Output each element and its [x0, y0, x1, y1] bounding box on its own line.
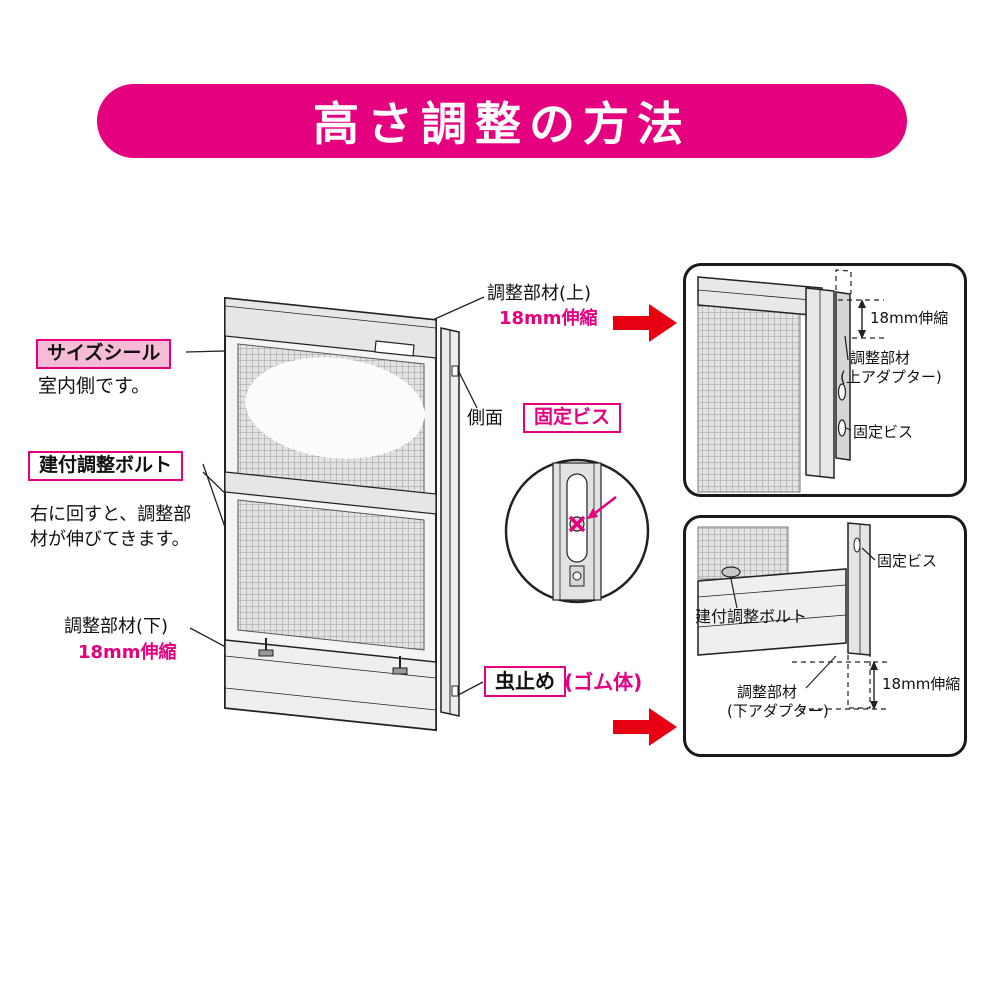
screw-detail-circle [504, 458, 650, 604]
panel-bottom-screw-label: 固定ビス [877, 552, 938, 570]
bug-stopper-label: 虫止め [484, 666, 566, 697]
size-seal-label: サイズシール [36, 339, 172, 369]
side-rail-drawing [440, 327, 460, 717]
panel-bottom-drawing [697, 522, 890, 710]
upper-part-extension-label: 18mm伸縮 [499, 308, 598, 329]
page-title: 高さ調整の方法 [313, 97, 691, 151]
screw-highlight-marker [568, 515, 586, 533]
panel-bottom-extension-label: 18mm伸縮 [882, 675, 961, 693]
red-arrow-bottom [613, 708, 677, 746]
upper-part-label: 調整部材(上) [487, 283, 592, 304]
lower-part-label: 調整部材(下) [64, 616, 169, 637]
fixing-screw-label: 固定ビス [523, 403, 622, 433]
panel-bottom-bolt-label: 建付調整ボルト [695, 607, 808, 626]
magenta-pointer-arrow [587, 508, 598, 519]
panel-top-drawing [697, 269, 884, 493]
red-arrow-top [613, 304, 677, 342]
adjust-bolt-right-drawing [392, 656, 408, 675]
panel-top-extension-label: 18mm伸縮 [870, 309, 949, 327]
adjust-bolt-note-line1: 右に回すと、調整部 [30, 504, 192, 525]
bolt-head-drawing [721, 566, 741, 578]
size-seal-sticker [374, 340, 415, 357]
bug-stopper-suffix: (ゴム体) [564, 670, 643, 694]
panel-bottom-adapter-line2: (下アダプター) [727, 702, 829, 720]
detail-panel-top [683, 263, 967, 497]
adjust-bolt-note-line2: 材が伸びてきます。 [30, 529, 190, 550]
panel-top-adapter-line2: (上アダプター) [840, 368, 942, 386]
panel-top-screw-label: 固定ビス [853, 423, 914, 441]
title-banner: 高さ調整の方法 [97, 84, 907, 158]
screen-frame-drawing [224, 296, 437, 732]
detail-panel-bottom [683, 515, 967, 757]
size-seal-note: 室内側です。 [38, 375, 151, 397]
side-face-label: 側面 [467, 408, 503, 429]
adjust-bolt-left-drawing [258, 638, 274, 657]
panel-bottom-adapter-line1: 調整部材 [737, 683, 798, 701]
measure-arrow-bottom [870, 661, 878, 710]
panel-top-adapter-line1: 調整部材 [850, 349, 911, 367]
adjust-bolt-label: 建付調整ボルト [28, 451, 184, 481]
lower-part-extension-label: 18mm伸縮 [78, 642, 177, 663]
measure-arrow-top [858, 299, 866, 339]
